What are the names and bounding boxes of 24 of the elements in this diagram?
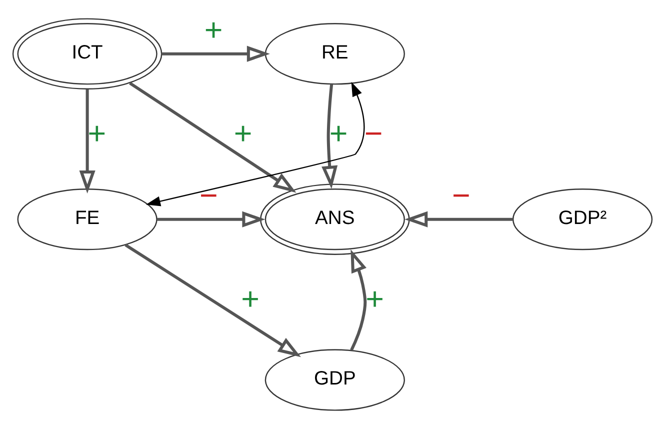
edge-label: −	[452, 178, 470, 213]
arrow	[350, 249, 367, 351]
edge-label: −	[364, 116, 383, 152]
node-ellipse: RE	[264, 23, 405, 85]
arrow	[129, 82, 296, 193]
node-ellipse: ICT	[12, 18, 162, 90]
node-ellipse: FE	[17, 188, 158, 250]
edge-label: +	[241, 282, 260, 317]
edge-label: +	[88, 116, 106, 152]
arrow	[79, 89, 96, 194]
arrow	[146, 82, 365, 206]
arrow	[162, 46, 270, 62]
edge-label: +	[329, 116, 348, 152]
arrow	[124, 244, 301, 358]
arrow	[404, 211, 513, 228]
edge-label: +	[204, 12, 223, 48]
node-ellipse: ANS	[260, 184, 410, 255]
arrow	[322, 84, 338, 189]
edge-label: +	[366, 282, 384, 317]
edge-label: +	[234, 116, 252, 152]
node-ellipse: GDP²	[512, 188, 653, 250]
edge-label: −	[200, 178, 218, 213]
arrow	[156, 211, 266, 228]
node-ellipse: GDP	[264, 349, 405, 411]
